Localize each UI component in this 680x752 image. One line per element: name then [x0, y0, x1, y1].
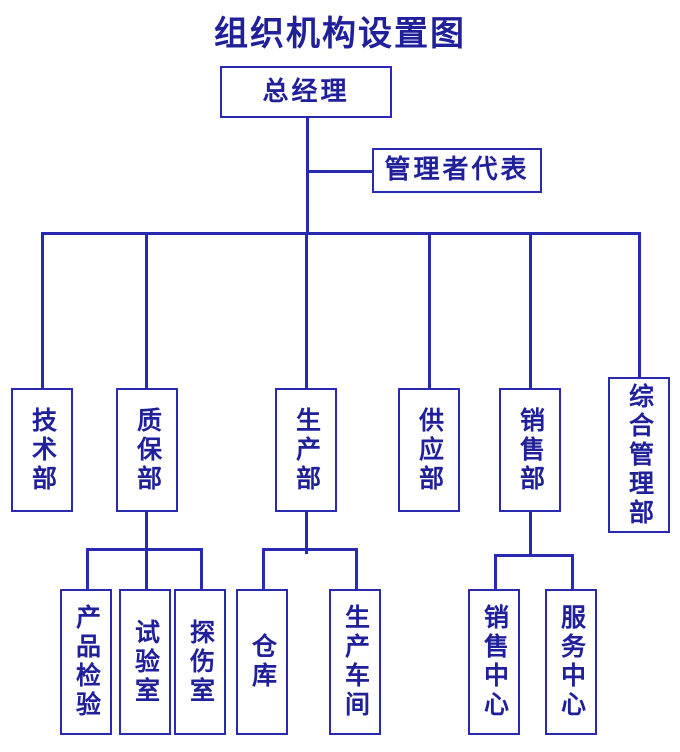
node-label: 产品检验 [72, 604, 100, 720]
connector-drop-prod [305, 232, 308, 388]
node-label: 技术部 [28, 406, 56, 494]
node-label: 探伤室 [186, 618, 214, 706]
node-label: 管理者代表 [384, 155, 530, 185]
node-department-production[interactable]: 生产部 [275, 388, 337, 512]
node-subunit-ndt-room[interactable]: 探伤室 [174, 589, 226, 735]
connector-drop-admin [638, 232, 641, 377]
connector-qa-bus [86, 548, 203, 551]
node-general-manager[interactable]: 总经理 [220, 66, 392, 118]
node-department-supply[interactable]: 供应部 [398, 388, 460, 512]
node-subunit-workshop[interactable]: 生产车间 [329, 589, 381, 735]
node-department-admin[interactable]: 综合管理部 [608, 377, 670, 533]
node-label: 服务中心 [557, 604, 585, 720]
node-label: 供应部 [415, 406, 443, 494]
node-subunit-warehouse[interactable]: 仓库 [236, 589, 288, 735]
node-subunit-sales-center[interactable]: 销售中心 [468, 589, 520, 735]
node-subunit-laboratory[interactable]: 试验室 [119, 589, 171, 735]
node-label: 生产车间 [341, 604, 369, 720]
node-label: 总经理 [262, 76, 350, 106]
node-label: 销售中心 [480, 604, 508, 720]
node-management-representative[interactable]: 管理者代表 [372, 148, 542, 193]
connector-prod-stem [305, 512, 308, 554]
connector-drop-ndt [200, 548, 203, 590]
node-label: 销售部 [516, 406, 544, 494]
connector-drop-qa [145, 232, 148, 388]
connector-prod-bus [262, 548, 358, 551]
node-department-quality[interactable]: 质保部 [116, 388, 178, 512]
node-subunit-service-center[interactable]: 服务中心 [545, 589, 597, 735]
connector-drop-warehouse [262, 548, 265, 590]
node-label: 仓库 [248, 633, 276, 691]
connector-drop-sales-center [494, 554, 497, 590]
page-title: 组织机构设置图 [214, 16, 466, 53]
connector-drop-lab [145, 548, 148, 590]
connector-sales-bus [494, 554, 574, 557]
connector-gm-trunk [306, 118, 309, 234]
connector-drop-inspect [86, 548, 89, 590]
node-subunit-product-inspection[interactable]: 产品检验 [60, 589, 112, 735]
node-label: 试验室 [131, 618, 159, 706]
node-department-sales[interactable]: 销售部 [499, 388, 561, 512]
connector-drop-tech [41, 232, 44, 388]
node-label: 质保部 [133, 406, 161, 494]
connector-drop-sales [529, 232, 532, 388]
node-department-tech[interactable]: 技术部 [11, 388, 73, 512]
node-label: 生产部 [292, 406, 320, 494]
node-label: 综合管理部 [625, 382, 653, 528]
connector-department-bus [43, 232, 641, 235]
connector-drop-supply [428, 232, 431, 388]
connector-gm-to-mgmt-rep [306, 170, 374, 173]
connector-drop-workshop [355, 548, 358, 590]
connector-drop-service-center [571, 554, 574, 590]
connector-sales-stem [529, 512, 532, 557]
